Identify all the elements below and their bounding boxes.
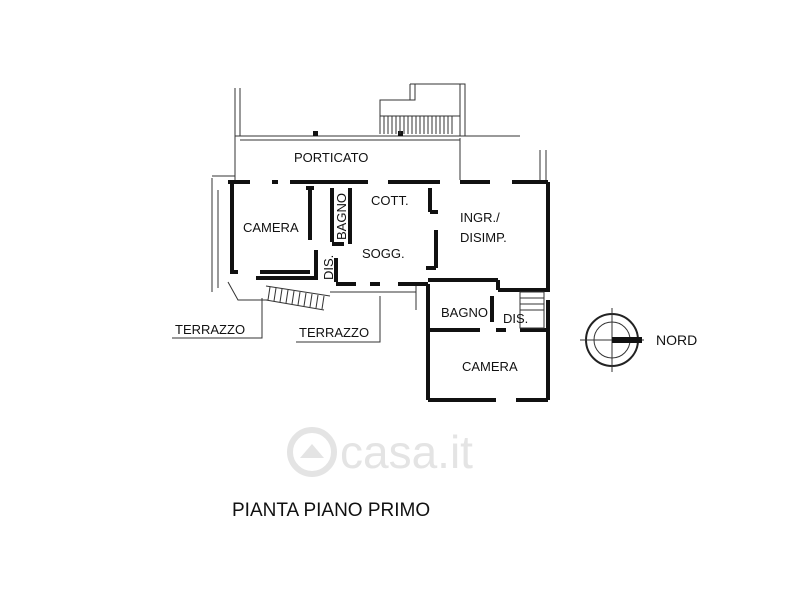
room-label-cottura: COTT. — [371, 193, 409, 208]
watermark: casa.it — [287, 426, 473, 478]
porticato-area — [211, 88, 547, 292]
room-label-bagno-upper: BAGNO — [334, 193, 349, 240]
north-label: NORD — [656, 332, 697, 348]
room-label-disimpegno-lower: DIS. — [503, 311, 528, 326]
plan-title: PIANTA PIANO PRIMO — [232, 500, 430, 521]
room-label-bagno-lower: BAGNO — [441, 305, 488, 320]
terrace — [172, 281, 417, 343]
label-terrazzo-center: TERRAZZO — [299, 325, 369, 340]
room-label-ingresso-line2: DISIMP. — [460, 230, 507, 245]
room-label-ingresso-line1: INGR./ — [460, 210, 500, 225]
compass-icon — [580, 308, 644, 372]
internal-stairs — [519, 291, 545, 329]
room-label-camera-lower: CAMERA — [462, 359, 518, 374]
room-label-soggiorno: SOGG. — [362, 246, 405, 261]
watermark-text: casa.it — [340, 426, 473, 478]
walls — [228, 180, 550, 402]
room-label-disimpegno-upper: DIS. — [321, 255, 336, 280]
room-label-porticato: PORTICATO — [294, 150, 368, 165]
label-terrazzo-west: TERRAZZO — [175, 322, 245, 337]
room-label-camera-west: CAMERA — [243, 220, 299, 235]
external-stairs — [379, 83, 466, 136]
